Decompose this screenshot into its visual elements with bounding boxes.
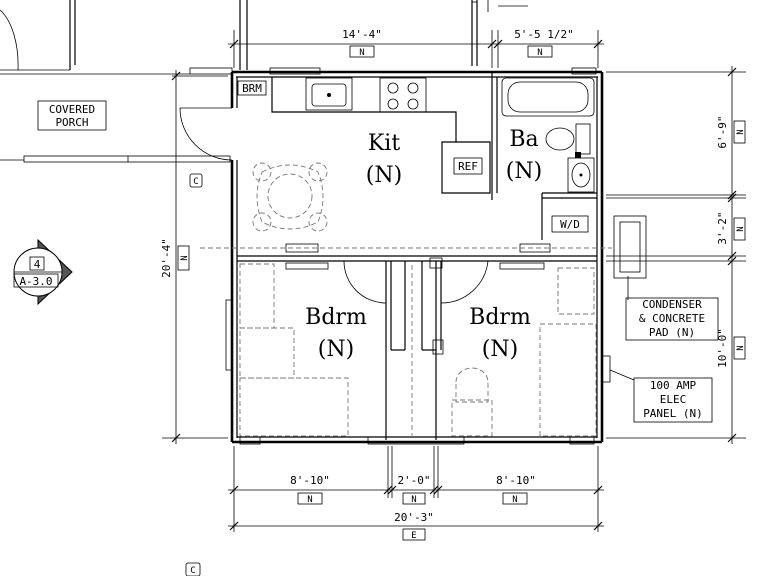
condenser-line2: & CONCRETE	[639, 312, 705, 325]
dim-right-top-tag: N	[736, 129, 746, 134]
lavatory-icon	[567, 157, 595, 193]
interior-walls	[237, 72, 597, 440]
kitchen: BRM REF Kit (N)	[237, 77, 491, 232]
dim-top-right-tag: N	[537, 48, 542, 58]
dim-bottom-mid-value: 2'-0"	[397, 474, 430, 487]
elec-label-box	[633, 377, 713, 423]
bedroom-right-tag: (N)	[482, 337, 518, 362]
condenser-label-box	[625, 297, 719, 341]
dim-bottom-left-value: 8'-10"	[290, 474, 330, 487]
bath: Ba (N)	[501, 77, 595, 193]
bedroom-doors	[285, 243, 551, 304]
column-marker: C	[189, 173, 203, 188]
dim-top-left-value: 14'-4"	[342, 28, 382, 41]
condenser: CONDENSER & CONCRETE PAD (N)	[613, 215, 719, 341]
condenser-line3: PAD (N)	[649, 326, 695, 339]
section-number: 4	[34, 258, 41, 271]
dim-top-right-value: 5'-5 1/2"	[514, 28, 574, 41]
dim-bottom-right-tag: N	[512, 495, 517, 505]
ref-box	[453, 157, 483, 175]
adjacent-structure	[0, 0, 528, 71]
bedroom-right-name: Bdrm	[469, 305, 531, 330]
dim-right-top-value: 6'-9"	[716, 115, 729, 148]
wd-label: W/D	[560, 218, 580, 231]
ref-label: REF	[458, 160, 478, 173]
dim-bottom-right-value: 8'-10"	[496, 474, 536, 487]
exterior-walls	[189, 67, 604, 445]
section-marker: 4 A-3.0	[13, 238, 73, 306]
condenser-line1: CONDENSER	[642, 298, 702, 311]
dimension-top: 14'-4" N 5'-5 1/2" N	[228, 28, 604, 68]
dim-bottom-mid-tag: N	[411, 495, 416, 505]
bathtub-icon	[501, 77, 595, 117]
bedroom-left-name: Bdrm	[305, 305, 367, 330]
bedroom-left-tag: (N)	[318, 337, 354, 362]
elec-line3: PANEL (N)	[643, 407, 703, 420]
elec-line2: ELEC	[660, 393, 687, 406]
dimension-left: 20'-4" N	[160, 70, 228, 444]
porch-label-line1: COVERED	[49, 103, 95, 116]
dim-left-tag: N	[180, 255, 190, 260]
entry-door	[179, 107, 233, 161]
kitchen-name: Kit	[368, 131, 400, 156]
dim-right-mid-value: 3'-2"	[716, 211, 729, 244]
dim-bottom-total-value: 20'-3"	[394, 511, 434, 524]
covered-porch: COVERED PORCH	[0, 73, 231, 163]
bedroom-right: Bdrm (N)	[451, 267, 597, 437]
brm-box	[237, 80, 267, 96]
dim-right-mid-tag: N	[736, 226, 746, 231]
kitchen-tag: (N)	[366, 163, 402, 188]
brm-label: BRM	[242, 82, 262, 95]
dimension-bottom: 8'-10" N 2'-0" N 8'-10" N 20'-3" E	[228, 446, 604, 541]
dim-left-value: 20'-4"	[160, 238, 173, 278]
toilet-icon	[545, 123, 591, 158]
svg-text:C: C	[190, 566, 195, 576]
porch-label-line2: PORCH	[55, 116, 88, 129]
dim-right-bottom-tag: N	[736, 345, 746, 350]
dim-right-bottom-value: 10'-0"	[716, 328, 729, 368]
dim-bottom-total-tag: E	[411, 531, 416, 541]
column-marker-bottom: C	[185, 562, 201, 576]
bath-name: Ba	[509, 127, 538, 152]
bath-tag: (N)	[506, 159, 542, 184]
dining-table-icon	[252, 162, 328, 232]
stove-icon	[379, 77, 427, 113]
washer-dryer: W/D	[551, 215, 589, 233]
sink-icon	[305, 77, 353, 111]
svg-text:C: C	[193, 177, 198, 187]
dim-top-left-tag: N	[359, 48, 364, 58]
dimension-right: 6'-9" N 3'-2" N 10'-0" N	[606, 66, 746, 444]
electric-panel: 100 AMP ELEC PANEL (N)	[601, 355, 713, 423]
dim-bottom-left-tag: N	[307, 495, 312, 505]
elec-line1: 100 AMP	[650, 379, 697, 392]
porch-label-box	[37, 100, 107, 131]
bedroom-left: Bdrm (N)	[239, 263, 367, 437]
section-sheet: A-3.0	[19, 275, 52, 288]
